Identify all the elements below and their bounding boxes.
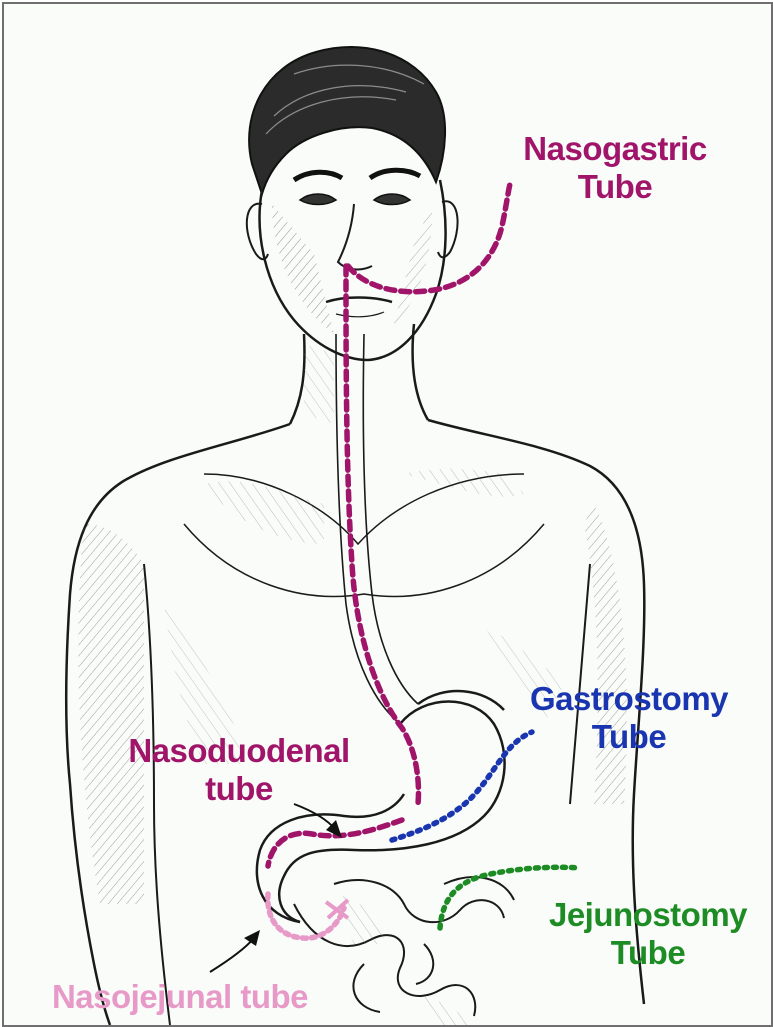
label-nasogastric-line2: Tube bbox=[500, 168, 730, 206]
label-gastrostomy-line1: Gastrostomy bbox=[510, 680, 748, 718]
label-nasoduodenal-line1: Nasoduodenal bbox=[104, 732, 374, 770]
label-jejunostomy: Jejunostomy Tube bbox=[530, 896, 766, 972]
nasogastric-tube bbox=[346, 266, 418, 804]
label-nasoduodenal-line2: tube bbox=[104, 770, 374, 808]
label-jejunostomy-line2: Tube bbox=[530, 934, 766, 972]
label-nasoduodenal: Nasoduodenal tube bbox=[104, 732, 374, 808]
label-jejunostomy-line1: Jejunostomy bbox=[530, 896, 766, 934]
label-nasojejunal-line1: Nasojejunal tube bbox=[24, 978, 336, 1016]
label-gastrostomy-line2: Tube bbox=[510, 718, 748, 756]
label-nasogastric-line1: Nasogastric bbox=[500, 130, 730, 168]
label-gastrostomy: Gastrostomy Tube bbox=[510, 680, 748, 756]
label-nasojejunal: Nasojejunal tube bbox=[24, 978, 336, 1016]
label-nasogastric: Nasogastric Tube bbox=[500, 130, 730, 206]
nasojejunal-pointer-arrow bbox=[210, 930, 260, 972]
